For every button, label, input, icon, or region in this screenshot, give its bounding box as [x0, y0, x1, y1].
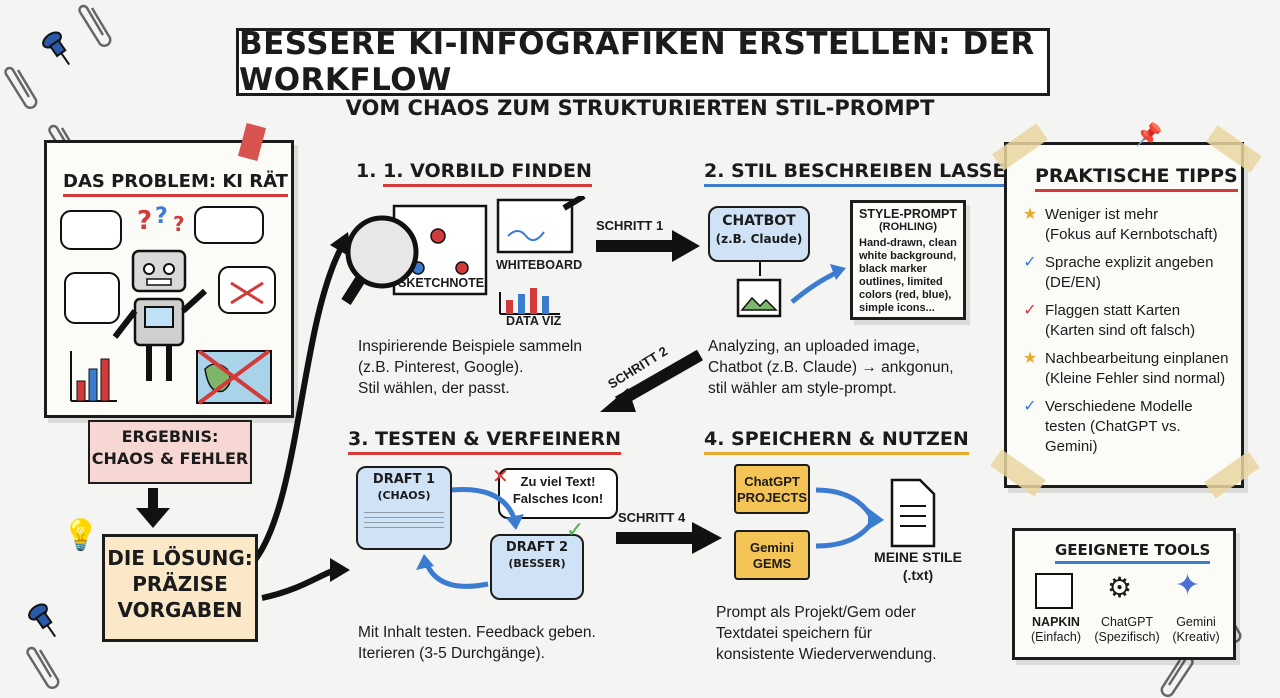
check-icon: ✓ [1023, 254, 1037, 271]
chatgpt-projects-folder: ChatGPT PROJECTS [734, 464, 810, 514]
inspiration-examples-icon [341, 196, 586, 315]
gemini-gems-folder: Gemini GEMS [734, 530, 810, 580]
dataviz-label: DATA VIZ [506, 314, 562, 328]
problem-title: DAS PROBLEM: KI RÄT [63, 171, 288, 197]
robot-confused-icon: ? ? ? [60, 204, 276, 405]
svg-text:?: ? [137, 206, 152, 236]
subtitle: VOM CHAOS ZUM STRUKTURIERTEN STIL-PROMPT [345, 96, 935, 120]
napkin-icon [1035, 573, 1073, 609]
image-upload-icon [736, 262, 846, 318]
step3-text: Mit Inhalt testen. Feedback geben. Iteri… [358, 624, 596, 662]
pushpin-icon [42, 31, 71, 66]
step4-title: 4. SPEICHERN & NUTZEN [704, 428, 969, 455]
svg-text:?: ? [173, 212, 185, 236]
tip-item: ★ Nachbearbeitung einplanen(Kleine Fehle… [1022, 350, 1229, 387]
error-x-icon: ✕ [492, 464, 509, 488]
draft1-card: DRAFT 1 (CHAOS) [356, 466, 452, 550]
tool-napkin: NAPKIN (Einfach) [1030, 615, 1082, 644]
tool-chatgpt: ChatGPT (Spezifisch) [1094, 615, 1160, 644]
check-icon: ✓ [1023, 302, 1037, 319]
feedback-bubble: Zu viel Text! Falsches Icon! [498, 468, 618, 519]
sketchnote-label: SKETCHNOTE [398, 276, 485, 290]
file-label: MEINE STILE (.txt) [874, 549, 962, 583]
result-box: ERGEBNIS: CHAOS & FEHLER [88, 420, 252, 484]
problem-panel: DAS PROBLEM: KI RÄT ? ? ? [44, 122, 294, 418]
tips-list: ★ Weniger ist mehr(Fokus auf Kernbotscha… [1021, 205, 1235, 465]
step2-title: 2. STIL BESCHREIBEN LASSEN [704, 160, 1022, 187]
svg-text:?: ? [155, 204, 168, 229]
gemini-star-icon: ✦ [1175, 568, 1201, 603]
check-icon: ✓ [1023, 398, 1037, 415]
tools-panel: GEEIGNETE TOOLS ⚙ ✦ NAPKIN (Einfach) Cha… [1012, 528, 1236, 660]
step4-text: Prompt als Projekt/Gem oder Textdatei sp… [716, 604, 937, 663]
star-icon: ★ [1022, 206, 1038, 223]
tools-title: GEEIGNETE TOOLS [1055, 541, 1211, 564]
step1-text: Inspirierende Beispiele sammeln (z.B. Pi… [358, 338, 583, 397]
schritt1-label: SCHRITT 1 [596, 218, 664, 233]
tips-panel: 📌 PRAKTISCHE TIPPS ★ Weniger ist mehr(Fo… [990, 123, 1262, 499]
flow-arrow-right [261, 567, 337, 601]
iteration-cycle-icon [416, 487, 524, 589]
tip-item: ✓ Sprache explizit angeben(DE/EN) [1021, 253, 1235, 293]
step1-title: 1. VORBILD FINDEN [383, 160, 592, 187]
tip-item: ★ Weniger ist mehr(Fokus auf Kernbotscha… [1022, 206, 1218, 243]
step3-title: 3. TESTEN & VERFEINERN [348, 428, 622, 455]
flow-arrow-up [252, 248, 343, 562]
tool-gemini: Gemini (Kreativ) [1172, 615, 1220, 644]
merge-to-file-icon [815, 478, 936, 549]
star-icon: ★ [1022, 350, 1038, 367]
lightbulb-icon: 💡 [62, 518, 100, 553]
tip-item: ✓ Flaggen statt Karten(Karten sind oft f… [1021, 301, 1235, 341]
pushpin-icon [28, 603, 57, 638]
pushpin-icon: 📌 [1135, 123, 1163, 148]
chatgpt-logo-icon: ⚙ [1107, 571, 1133, 604]
style-prompt-text: Hand-drawn, clean white background, blac… [859, 237, 957, 314]
main-title: BESSERE KI-INFOGRAFIKEN ERSTELLEN: DER W… [236, 26, 1050, 98]
draft2-card: DRAFT 2 (BESSER) [490, 534, 584, 600]
checkmark-icon: ✓ [566, 518, 585, 543]
schritt4-label: SCHRITT 4 [618, 510, 686, 525]
style-prompt-card: STYLE-PROMPT (ROHLING) Hand-drawn, clean… [850, 200, 966, 320]
solution-box: DIE LÖSUNG: PRÄZISE VORGABEN [102, 534, 258, 642]
whiteboard-label: WHITEBOARD [496, 258, 583, 272]
tips-title: PRAKTISCHE TIPPS [1035, 165, 1238, 192]
step2-text: Analyzing, an uploaded image, Chatbot (z… [708, 338, 954, 397]
chatbot-bubble: CHATBOT (z.B. Claude) [708, 206, 810, 262]
step1-number: 1. [356, 160, 384, 182]
